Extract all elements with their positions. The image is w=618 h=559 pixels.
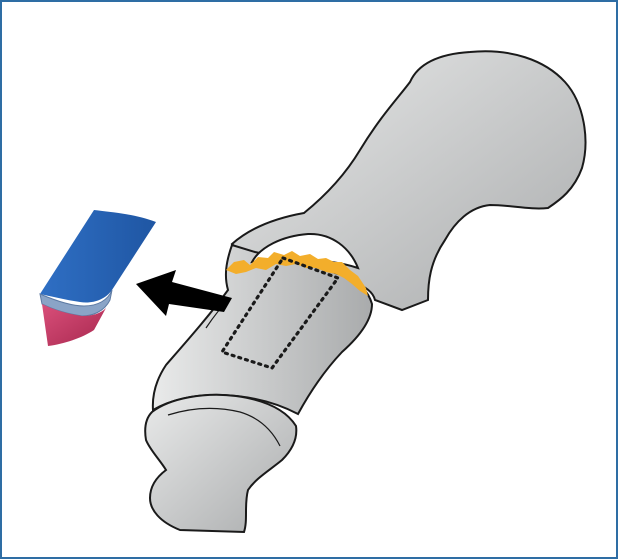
cartilage-graft-icon — [39, 210, 156, 346]
tibial-plateau-shape — [144, 393, 298, 534]
graft-site-outline — [219, 256, 341, 370]
graft-top — [40, 210, 156, 303]
arrow-left-icon — [136, 270, 232, 316]
cartilage-edge — [226, 251, 368, 296]
graft-bone-plug — [42, 304, 106, 346]
plateau-contour-line — [167, 407, 281, 447]
